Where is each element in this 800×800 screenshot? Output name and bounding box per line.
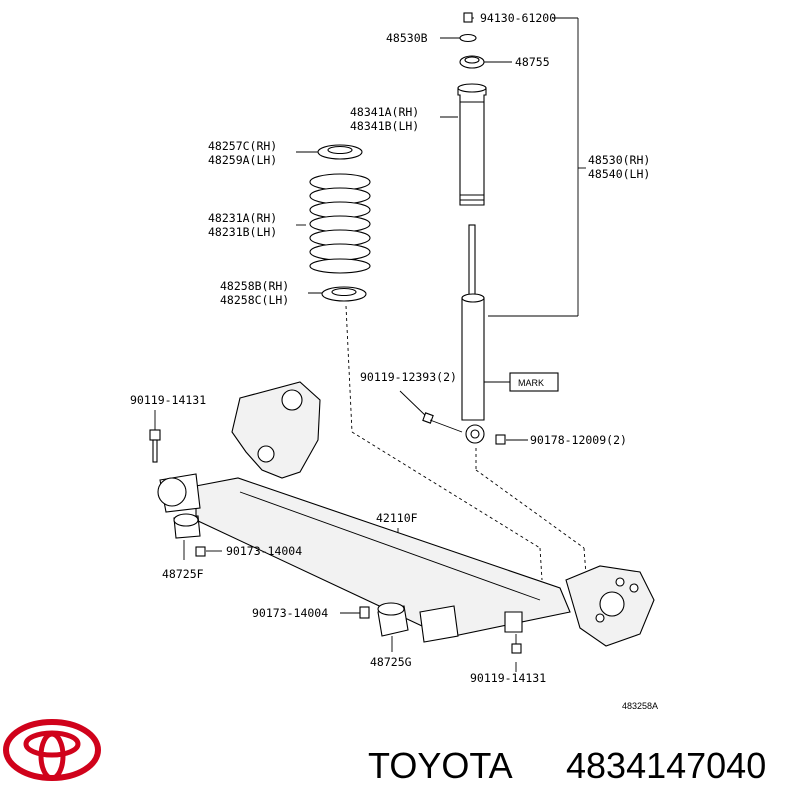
- label-90119-14131-bot: 90119-14131: [470, 671, 546, 685]
- label-48725g: 48725G: [370, 655, 412, 669]
- logo-vertical-ring: [38, 731, 66, 781]
- leader-lines: [154, 17, 587, 672]
- label-48231a: 48231A(RH): [208, 211, 277, 225]
- label-42110f: 42110F: [376, 511, 418, 525]
- label-94130-61200: 94130-61200: [480, 11, 556, 25]
- label-90173-14004-b: 90173-14004: [252, 606, 328, 620]
- shock-upper-parts: [457, 12, 559, 444]
- label-48259a: 48259A(LH): [208, 153, 277, 167]
- label-48257c: 48257C(RH): [208, 139, 277, 153]
- logo-outer-ring: [3, 719, 101, 781]
- part-number: 4834147040: [566, 745, 766, 786]
- label-90119-12393: 90119-12393(2): [360, 370, 457, 384]
- label-48258b: 48258B(RH): [220, 279, 289, 293]
- label-48725f: 48725F: [162, 567, 204, 581]
- diagram-ref-code: 483258A: [622, 701, 658, 711]
- label-48231b: 48231B(LH): [208, 225, 277, 239]
- bushings-bolts: [149, 412, 522, 654]
- label-48540-lh: 48540(LH): [588, 167, 650, 181]
- label-48530b: 48530B: [386, 31, 428, 45]
- toyota-logo: [3, 719, 101, 781]
- part-labels: 94130-61200 48530B 48755 48341A(RH) 4834…: [130, 11, 658, 711]
- axle-beam: [157, 381, 655, 647]
- label-48530-rh: 48530(RH): [588, 153, 650, 167]
- label-48258c: 48258C(LH): [220, 293, 289, 307]
- brand-name: TOYOTA: [368, 745, 513, 786]
- label-48341a: 48341A(RH): [350, 105, 419, 119]
- spring-parts: [309, 144, 371, 302]
- label-90178-12009: 90178-12009(2): [530, 433, 627, 447]
- label-48341b: 48341B(LH): [350, 119, 419, 133]
- label-48755: 48755: [515, 55, 550, 69]
- label-90173-14004-a: 90173-14004: [226, 544, 302, 558]
- label-mark: MARK: [518, 378, 544, 388]
- label-90119-14131-top: 90119-14131: [130, 393, 206, 407]
